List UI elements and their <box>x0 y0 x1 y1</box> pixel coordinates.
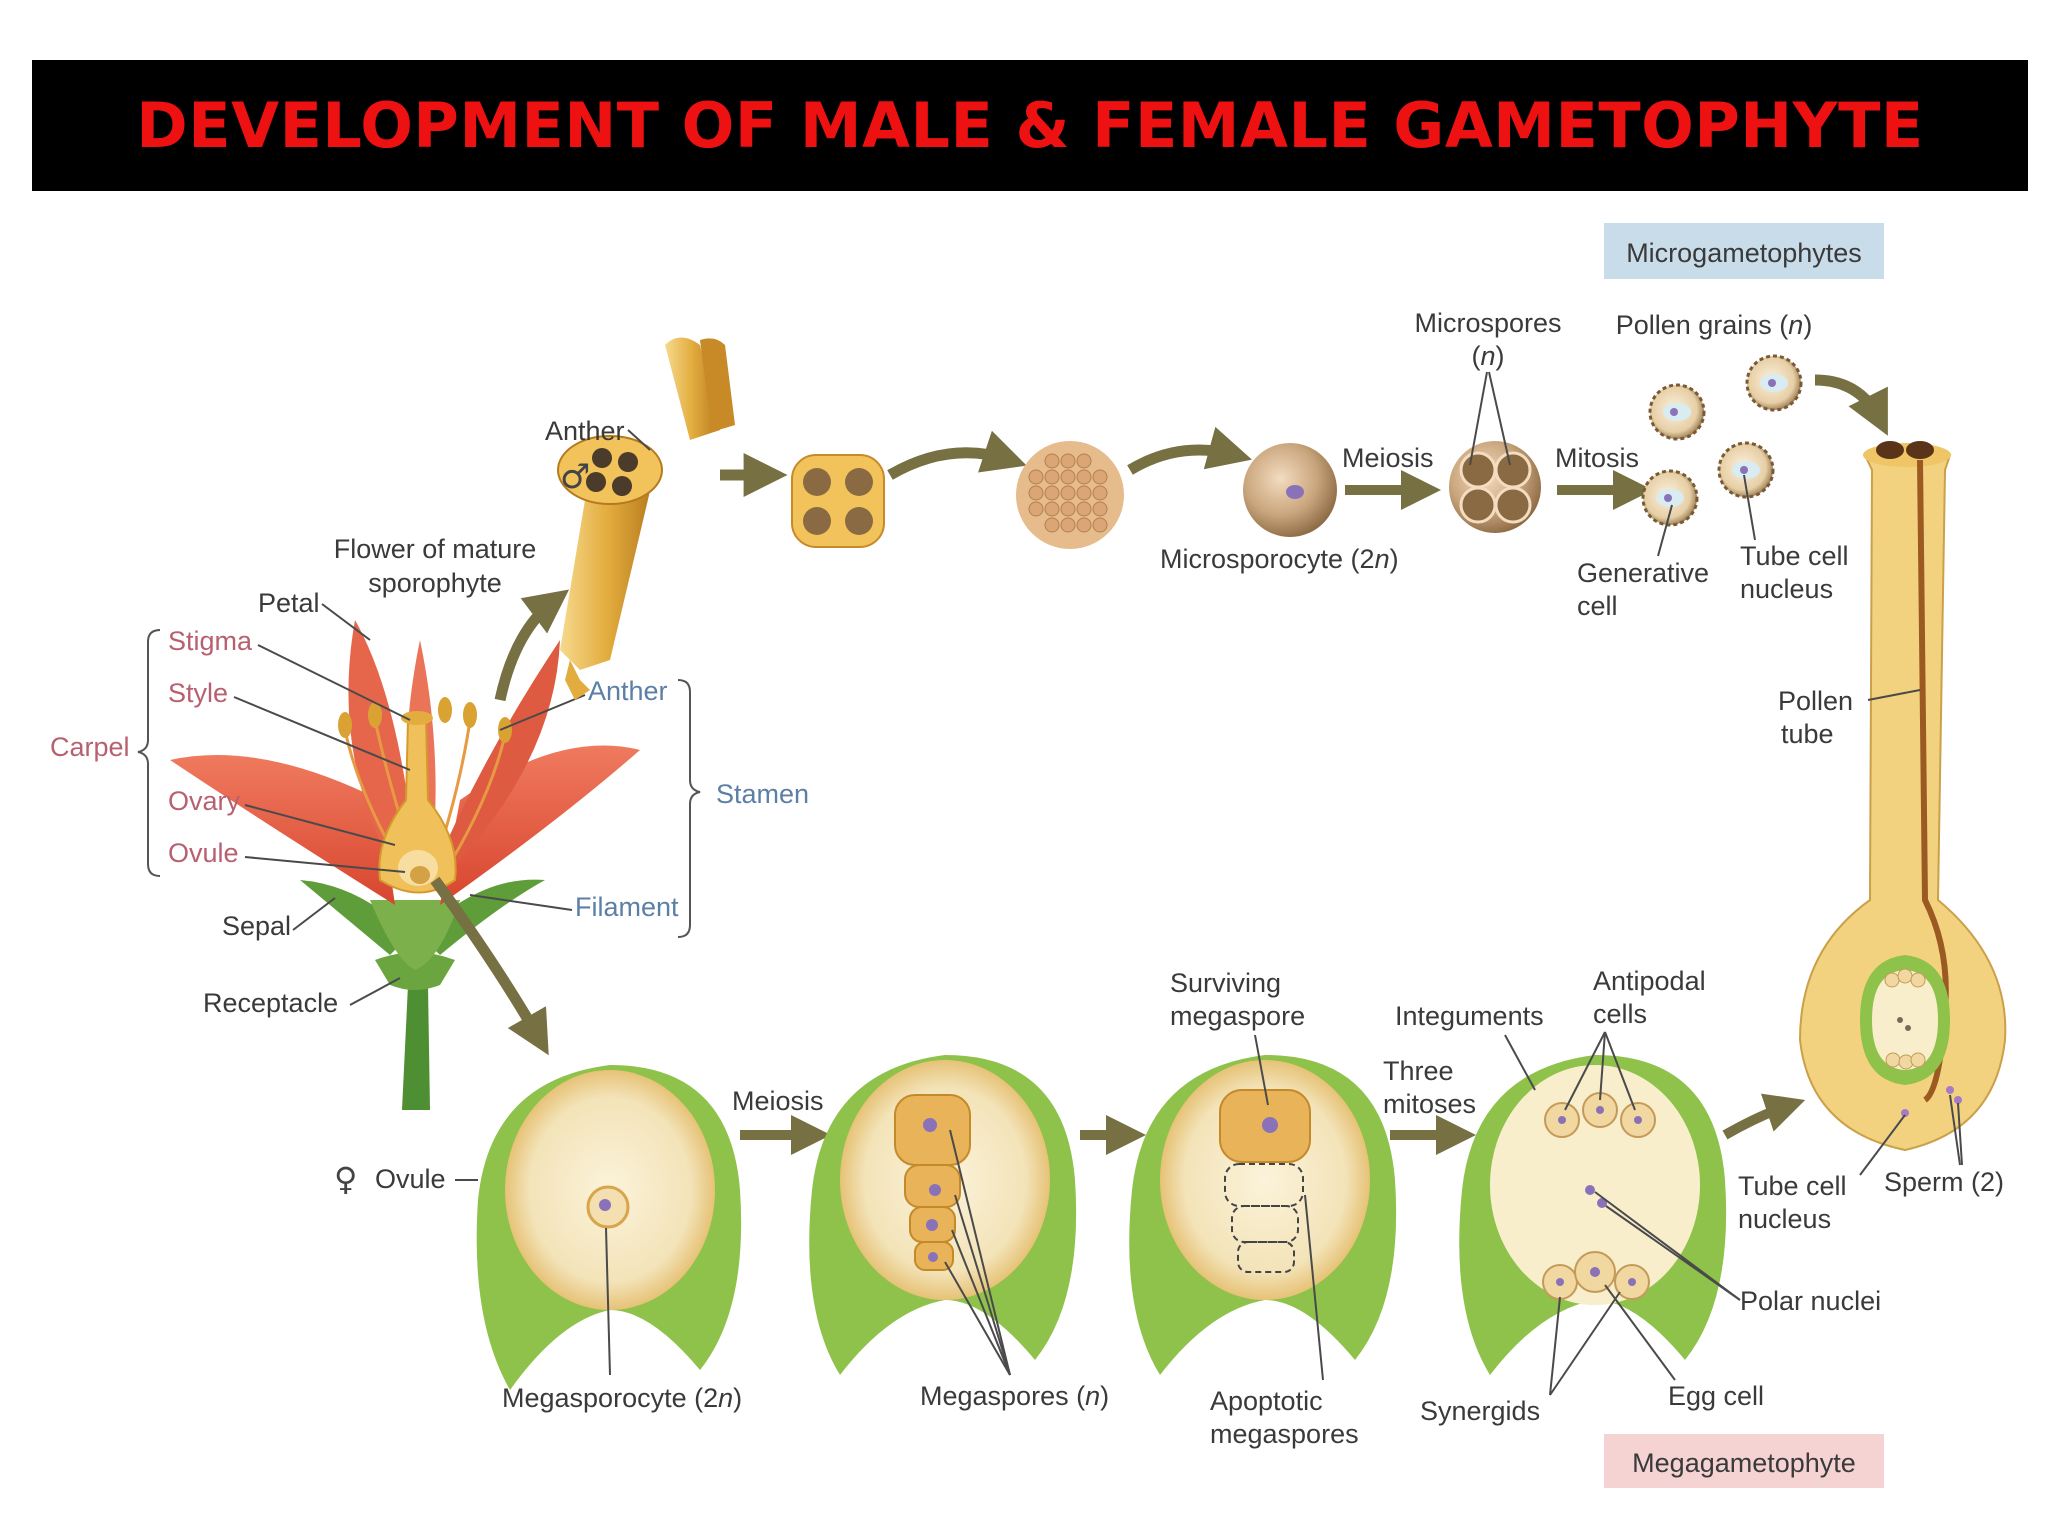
flower-label-1: Flower of mature <box>334 534 537 564</box>
petal-label: Petal <box>258 588 320 618</box>
pollen-tube-label-2: tube <box>1781 719 1834 749</box>
pollen-grains-label: Pollen grains (n) <box>1616 310 1813 340</box>
sporogenous-cell <box>1076 517 1092 533</box>
microspore-tetrad: Microspores (n) <box>1414 308 1562 533</box>
polar-nuclei-label: Polar nuclei <box>1740 1286 1881 1316</box>
sporogenous-cell <box>1060 453 1076 469</box>
sporogenous-cell <box>1092 469 1108 485</box>
apoptotic-megaspores-label-2: megaspores <box>1210 1419 1359 1449</box>
microgametophytes-box: Microgametophytes <box>1604 223 1884 279</box>
ovule-megaspores: Megaspores (n) <box>809 1055 1109 1411</box>
generative-cell-label-2: cell <box>1577 591 1618 621</box>
sporogenous-cell <box>1092 485 1108 501</box>
pollen-grain <box>1745 354 1803 412</box>
antipodal-cells-label-2: cells <box>1593 999 1647 1029</box>
sporogenous-cell <box>1092 517 1108 533</box>
flower <box>170 589 640 1110</box>
anther-locules <box>791 454 885 548</box>
ovule-surviving-megaspore: Surviving megaspore Apoptotic megaspores <box>1129 968 1397 1449</box>
pollen-tube-label-1: Pollen <box>1778 686 1853 716</box>
ovule-megasporocyte: ♀ Ovule Megasporocyte (2n) <box>334 1065 742 1413</box>
sporogenous-cell <box>1044 517 1060 533</box>
flower-labels: Flower of mature sporophyte Petal Stigma… <box>50 534 809 1018</box>
sporogenous-cell <box>1044 501 1060 517</box>
style-label: Style <box>168 678 228 708</box>
egg-cell-label: Egg cell <box>1668 1381 1764 1411</box>
stigma-label: Stigma <box>168 626 253 656</box>
pollen-tube-nucleus-label-2: nucleus <box>1738 1204 1831 1234</box>
female-ovule-label: Ovule <box>375 1164 446 1194</box>
microgametophyte-tube-nucleus-label-1: Tube cell <box>1740 541 1849 571</box>
female-symbol: ♀ <box>334 1160 357 1198</box>
stamen-anther-label: Anther <box>588 676 668 706</box>
male-mitosis-label: Mitosis <box>1555 443 1639 473</box>
ovule-label: Ovule <box>168 838 239 868</box>
sporogenous-cell <box>1076 501 1092 517</box>
sporogenous-cell <box>1044 469 1060 485</box>
ovary-label: Ovary <box>168 786 241 816</box>
pollen-grain <box>1648 383 1706 441</box>
microgametophytes-label: Microgametophytes <box>1626 238 1862 268</box>
synergids-label: Synergids <box>1420 1396 1540 1426</box>
male-anther-label: Anther <box>545 416 625 446</box>
integuments-label: Integuments <box>1395 1001 1544 1031</box>
megasporocyte-label: Megasporocyte (2n) <box>502 1383 742 1413</box>
pollen-grains: Pollen grains (n) Generative cell Tube c… <box>1577 310 1849 621</box>
three-mitoses-label-1: Three <box>1383 1056 1454 1086</box>
sporogenous-cell <box>1044 485 1060 501</box>
pollen-grain <box>1641 469 1699 527</box>
three-mitoses-label-2: mitoses <box>1383 1089 1476 1119</box>
anther-cross-section: Anther ♂ <box>545 337 735 700</box>
microspores-n-label: (n) <box>1471 341 1504 371</box>
surviving-megaspore-label-1: Surviving <box>1170 968 1281 998</box>
sporogenous-cell <box>1060 501 1076 517</box>
male-symbol: ♂ <box>560 457 590 497</box>
sporogenous-cell <box>1044 453 1060 469</box>
sporogenous-cell <box>1028 501 1044 517</box>
receptacle-label: Receptacle <box>203 988 338 1018</box>
sporogenous-cell <box>1076 485 1092 501</box>
sporogenous-tissue <box>1016 441 1124 549</box>
apoptotic-megaspores-label-1: Apoptotic <box>1210 1386 1323 1416</box>
microgametophyte-tube-nucleus-label-2: nucleus <box>1740 574 1833 604</box>
sporogenous-cell <box>1060 517 1076 533</box>
title-bar: DEVELOPMENT OF MALE & FEMALE GAMETOPHYTE <box>32 60 2028 191</box>
sperm-label: Sperm (2) <box>1884 1167 2004 1197</box>
sporogenous-cell <box>1028 485 1044 501</box>
microsporocyte: Microsporocyte (2n) <box>1160 443 1399 574</box>
microspores-label: Microspores <box>1414 308 1561 338</box>
pollen-tube-nucleus-label-1: Tube cell <box>1738 1171 1847 1201</box>
sporogenous-cell <box>1060 469 1076 485</box>
pistil-with-pollen-tube: Pollen tube Tube cell nucleus Sperm (2) <box>1738 441 2007 1234</box>
megagametophyte-box: Megagametophyte <box>1604 1434 1884 1488</box>
pollen-grain <box>1717 441 1775 499</box>
ovule-embryo-sac: Integuments Antipodal cells Polar nuclei… <box>1395 966 1881 1426</box>
page-title: DEVELOPMENT OF MALE & FEMALE GAMETOPHYTE <box>136 89 1924 162</box>
generative-cell-label-1: Generative <box>1577 558 1709 588</box>
stamen-label: Stamen <box>716 779 809 809</box>
female-meiosis-label: Meiosis <box>732 1086 824 1116</box>
microsporocyte-label: Microsporocyte (2n) <box>1160 544 1399 574</box>
male-meiosis-label: Meiosis <box>1342 443 1434 473</box>
sporogenous-cell <box>1092 501 1108 517</box>
sporogenous-cell <box>1076 453 1092 469</box>
sporogenous-cell <box>1028 469 1044 485</box>
sporogenous-cell <box>1060 485 1076 501</box>
filament-label: Filament <box>575 892 679 922</box>
surviving-megaspore-label-2: megaspore <box>1170 1001 1305 1031</box>
carpel-label: Carpel <box>50 732 130 762</box>
sporogenous-cell <box>1076 469 1092 485</box>
sepal-label: Sepal <box>222 911 291 941</box>
antipodal-cells-label-1: Antipodal <box>1593 966 1706 996</box>
megagametophyte-label: Megagametophyte <box>1632 1448 1856 1478</box>
flower-label-2: sporophyte <box>368 568 502 598</box>
megaspores-label: Megaspores (n) <box>920 1381 1109 1411</box>
